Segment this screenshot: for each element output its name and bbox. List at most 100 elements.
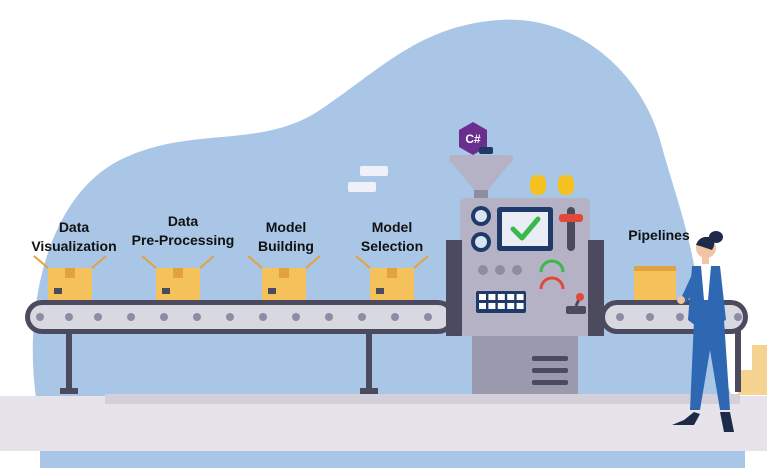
box-tape	[387, 268, 397, 278]
stage-label-model-selection: Model Selection	[354, 218, 430, 256]
keypad-key	[516, 294, 524, 300]
output-box-flap	[634, 266, 676, 271]
indicator-dot	[478, 265, 488, 275]
lever-track	[567, 207, 575, 251]
floor-shadow	[105, 394, 740, 404]
box-tape	[65, 268, 75, 278]
belt-roller	[65, 313, 73, 321]
belt-roller	[676, 313, 684, 321]
box-flap	[247, 255, 263, 269]
meter-icon	[539, 276, 565, 290]
stage-boxes	[33, 255, 429, 300]
monitor-screen	[502, 212, 548, 246]
fragile-icon	[268, 288, 276, 294]
fragile-icon	[54, 288, 62, 294]
belt-roller	[424, 313, 432, 321]
belt-roller	[193, 313, 201, 321]
neck	[702, 257, 709, 264]
machine-base	[472, 336, 578, 394]
vent-slot	[532, 356, 568, 361]
keypad-key	[516, 303, 524, 309]
belt-roller	[646, 313, 654, 321]
hand	[677, 296, 685, 304]
rollers-left	[36, 313, 432, 321]
keypad-key	[479, 303, 486, 309]
box-flap	[141, 255, 157, 269]
stage-label-line: Model	[265, 219, 307, 235]
stage-label-line: Data	[58, 219, 90, 235]
box-flap	[199, 255, 215, 269]
side-box	[738, 370, 767, 395]
stage-label-line: Model	[371, 219, 413, 235]
belt-roller	[226, 313, 234, 321]
stage-label-line: Pre-Processing	[131, 232, 235, 248]
joystick-base	[566, 306, 586, 314]
belt-roller	[127, 313, 135, 321]
belt-leg	[66, 330, 72, 392]
vent-slot	[532, 368, 568, 373]
keypad-key	[507, 294, 515, 300]
joystick-knob	[576, 293, 584, 301]
belt-roller	[292, 313, 300, 321]
hopper	[452, 163, 510, 190]
lever-handle	[559, 214, 583, 222]
stage-label-model-building: Model Building	[248, 218, 324, 256]
indicator-dot	[495, 265, 505, 275]
stage-label-line: Data	[167, 213, 199, 229]
stage-label-line: Selection	[360, 238, 424, 254]
cardboard-box	[247, 255, 321, 300]
stage-label-line: Building	[258, 238, 314, 254]
box-flap	[413, 255, 429, 269]
meter-icon	[539, 259, 565, 273]
cardboard-box	[33, 255, 107, 300]
csharp-badge: C#	[459, 122, 493, 155]
box-flap	[355, 255, 371, 269]
belt-leg	[366, 330, 372, 392]
floor	[0, 396, 767, 451]
cardboard-box	[141, 255, 215, 300]
box-tape	[173, 268, 183, 278]
fragile-icon	[162, 288, 170, 294]
hair	[696, 236, 715, 250]
vent-slot	[532, 380, 568, 385]
stage-label-data-visualization: Data Visualization	[30, 218, 118, 256]
checkmark-icon	[510, 216, 541, 241]
hopper-neck	[474, 190, 488, 200]
box-flap	[91, 255, 107, 269]
keypad-key	[488, 294, 496, 300]
output-label-pipelines: Pipelines	[628, 227, 690, 243]
indicator-dot	[512, 265, 522, 275]
trousers	[690, 320, 730, 410]
side-box	[752, 345, 767, 370]
box-flap	[33, 255, 49, 269]
csharp-hexagon	[459, 122, 487, 155]
shoe	[672, 412, 700, 425]
belt-roller	[259, 313, 267, 321]
belt-leg	[360, 388, 378, 394]
hopper-rim	[449, 155, 513, 163]
floating-tag	[360, 166, 388, 176]
processing-machine	[446, 155, 604, 394]
belt-roller	[391, 313, 399, 321]
floating-tag	[348, 182, 376, 192]
stage-label-data-pre-processing: Data Pre-Processing	[128, 212, 238, 250]
gauge-dial-face	[475, 210, 487, 222]
keypad-key	[479, 294, 486, 300]
keypad-key	[507, 303, 515, 309]
woman-figure	[672, 231, 734, 432]
output-box-body	[634, 266, 676, 300]
machine-side-right	[588, 240, 604, 336]
belt-leg	[735, 330, 741, 392]
box-tape	[279, 268, 289, 278]
belt-roller	[94, 313, 102, 321]
conveyor-belt-left-inner	[30, 305, 450, 329]
stage-label-line: Visualization	[31, 238, 117, 254]
box-flap	[305, 255, 321, 269]
csharp-badge-text: C#	[465, 132, 481, 146]
belt-roller	[358, 313, 366, 321]
cardboard-box	[355, 255, 429, 300]
shoe	[720, 412, 734, 432]
belt-roller	[734, 313, 742, 321]
belt-roller	[616, 313, 624, 321]
fragile-icon	[376, 288, 384, 294]
